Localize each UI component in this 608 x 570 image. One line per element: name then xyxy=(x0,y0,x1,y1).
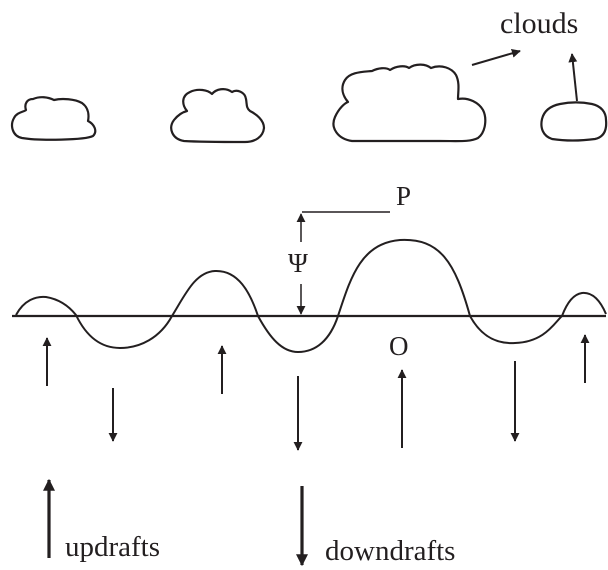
clouds-label: clouds xyxy=(500,7,578,40)
psi-label: Ψ xyxy=(288,248,308,278)
legend: updrafts downdrafts xyxy=(43,478,455,567)
cloud-2 xyxy=(170,88,266,144)
downdraft-arrows xyxy=(108,361,520,451)
clouds-group xyxy=(11,63,608,144)
updraft-arrows xyxy=(42,334,590,448)
legend-downdrafts-label: downdrafts xyxy=(325,535,455,567)
legend-updrafts-label: updrafts xyxy=(65,531,160,563)
cloud-1 xyxy=(11,96,97,141)
point-o-label: O xyxy=(389,331,409,361)
point-p-label: P xyxy=(396,181,411,211)
cloud-motion-arrow xyxy=(471,48,521,66)
cloud-3 xyxy=(332,63,487,143)
cloud-rising-arrow xyxy=(568,53,578,102)
cloud-4 xyxy=(540,101,608,142)
wave-curve xyxy=(15,238,607,354)
